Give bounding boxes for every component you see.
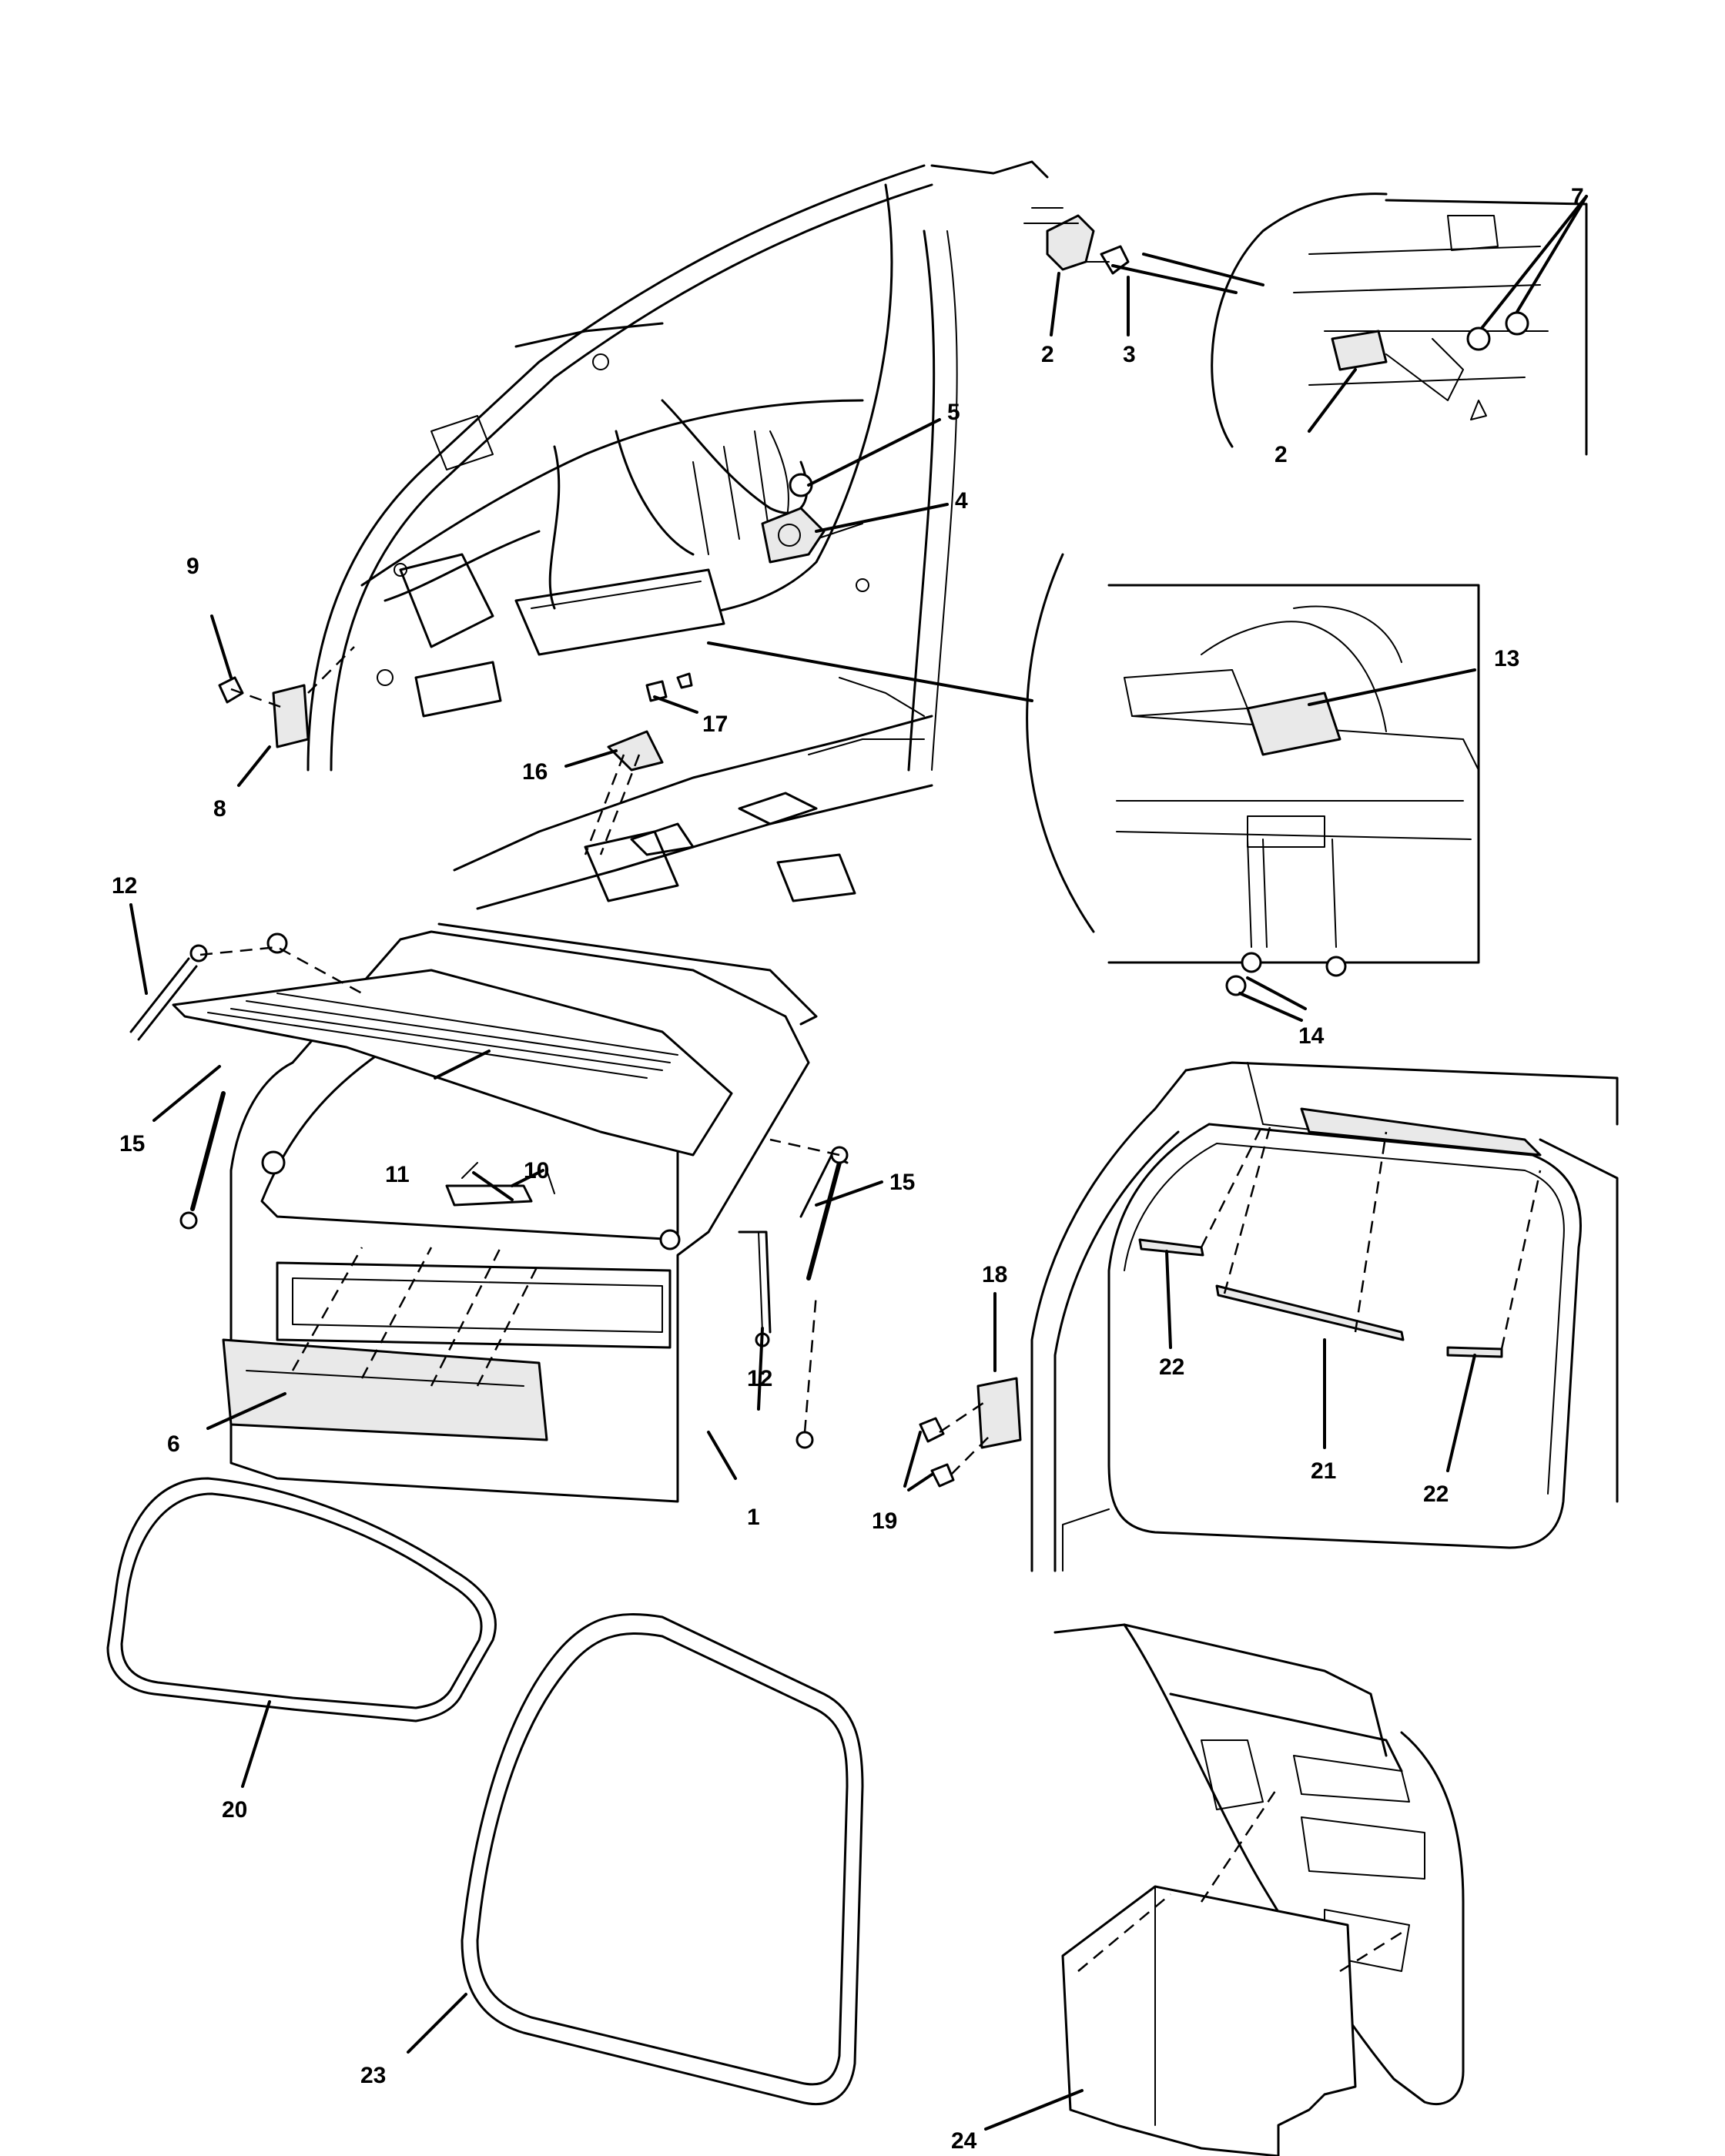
callout-16: 16 <box>522 759 548 785</box>
callout-2-hinge: 2 <box>1041 342 1054 367</box>
callout-11: 11 <box>385 1162 410 1187</box>
callout-21: 21 <box>1311 1458 1336 1484</box>
liftgate-open-interior-view <box>306 160 1049 772</box>
callout-3: 3 <box>1123 342 1136 367</box>
callout-15-right: 15 <box>889 1170 915 1195</box>
callout-22-right: 22 <box>1423 1481 1449 1507</box>
gas-strut-right <box>738 1138 849 1449</box>
callout-20: 20 <box>222 1797 247 1823</box>
callout-1: 1 <box>747 1505 760 1530</box>
callout-10: 10 <box>524 1158 549 1183</box>
callout-12-left: 12 <box>112 873 137 899</box>
callout-15-left: 15 <box>119 1131 145 1157</box>
callout-18: 18 <box>982 1262 1007 1287</box>
cargo-floor-view <box>453 672 933 910</box>
callout-14: 14 <box>1298 1023 1325 1049</box>
callout-5: 5 <box>947 400 960 425</box>
callout-23: 23 <box>360 2063 386 2088</box>
liftgate-exterior-view <box>172 922 818 1503</box>
callout-12-right: 12 <box>747 1366 772 1391</box>
weatherstrip-opening-23 <box>461 1613 864 2106</box>
hinge-assembly <box>1023 207 1130 275</box>
trim-panel-view <box>1053 1623 1465 2156</box>
callout-8: 8 <box>213 796 226 822</box>
callout-24: 24 <box>951 2128 977 2154</box>
callout-6: 6 <box>167 1431 180 1457</box>
callout-19: 19 <box>872 1508 897 1534</box>
callout-2-inset: 2 <box>1274 442 1288 467</box>
striker-left <box>218 646 355 748</box>
callout-4: 4 <box>955 488 968 514</box>
weatherstrip-glass-20 <box>106 1477 497 1722</box>
callout-17: 17 <box>702 711 728 737</box>
callout-leaders <box>129 195 1588 2131</box>
callout-labels: 1 2 2 3 4 5 6 7 8 9 10 11 12 12 13 14 15… <box>112 184 1584 2154</box>
hinge-detail-inset <box>1211 192 1588 456</box>
liftgate-opening-view <box>919 1061 1619 1572</box>
callout-22-left: 22 <box>1159 1354 1184 1380</box>
latch-detail-inset <box>1026 553 1480 996</box>
gas-strut-left <box>129 932 363 1230</box>
callout-13: 13 <box>1494 646 1519 671</box>
callout-7: 7 <box>1571 184 1584 209</box>
inset-connectors <box>707 253 1264 702</box>
callout-9: 9 <box>186 554 199 579</box>
